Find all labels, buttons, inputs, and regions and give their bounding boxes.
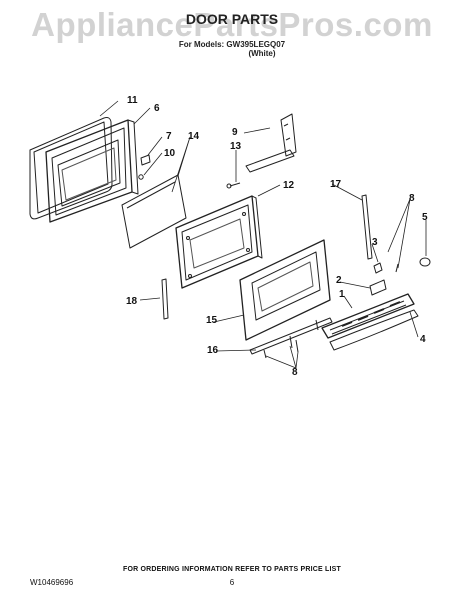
ordering-note: FOR ORDERING INFORMATION REFER TO PARTS … [122,566,342,573]
watermark: AppliancePartsPros.com [31,6,433,43]
callout-17: 17 [330,179,342,190]
callout-7: 7 [166,131,172,142]
callout-9: 9 [232,127,238,138]
callout-2: 2 [336,275,342,286]
callout-8-lower: 8 [292,367,298,378]
part-1-vent-trim [321,293,415,339]
callout-11: 11 [127,95,138,106]
part-8-screws [263,263,399,359]
part-11-door-gasket [29,117,113,220]
part-16-bottom-trim [249,317,333,355]
callout-16: 16 [207,345,219,356]
callout-1: 1 [339,289,345,300]
callout-18: 18 [126,296,138,307]
part-6-outer-door-frame [45,119,139,223]
models-line: For Models: GW395LEGQ07 [178,40,286,49]
callout-15: 15 [206,315,218,326]
callout-12: 12 [283,180,295,191]
part-7-clip [140,154,151,166]
part-9-bracket [245,113,297,173]
document-number: W10469696 [30,578,74,587]
part-17-side-trim [361,194,373,260]
part-12-inner-door-panel [175,195,263,289]
part-15-outer-glass [239,239,331,341]
part-14-glass-panel [121,174,187,249]
part-13-screw [226,182,241,189]
part-4-door-handle [329,309,419,351]
part-5-cap [419,257,431,267]
callout-14: 14 [188,131,200,142]
callout-8-upper: 8 [409,193,415,204]
callout-3: 3 [372,237,378,248]
page-number: 6 [229,578,235,587]
callout-4: 4 [420,334,426,345]
part-10-screw [138,174,144,180]
model-info: For Models: GW395LEGQ07 (White) [0,40,464,58]
leader-lines [99,100,427,369]
callout-5: 5 [422,212,428,223]
part-3-screw [373,262,383,274]
callout-13: 13 [230,141,242,152]
color-line: (White) [248,49,276,58]
callout-10: 10 [164,148,176,159]
part-18-hinge-strip [161,278,169,320]
diagram-title: DOOR PARTS [185,11,279,27]
part-2-handle-mount [369,279,387,296]
callout-6: 6 [154,103,160,114]
